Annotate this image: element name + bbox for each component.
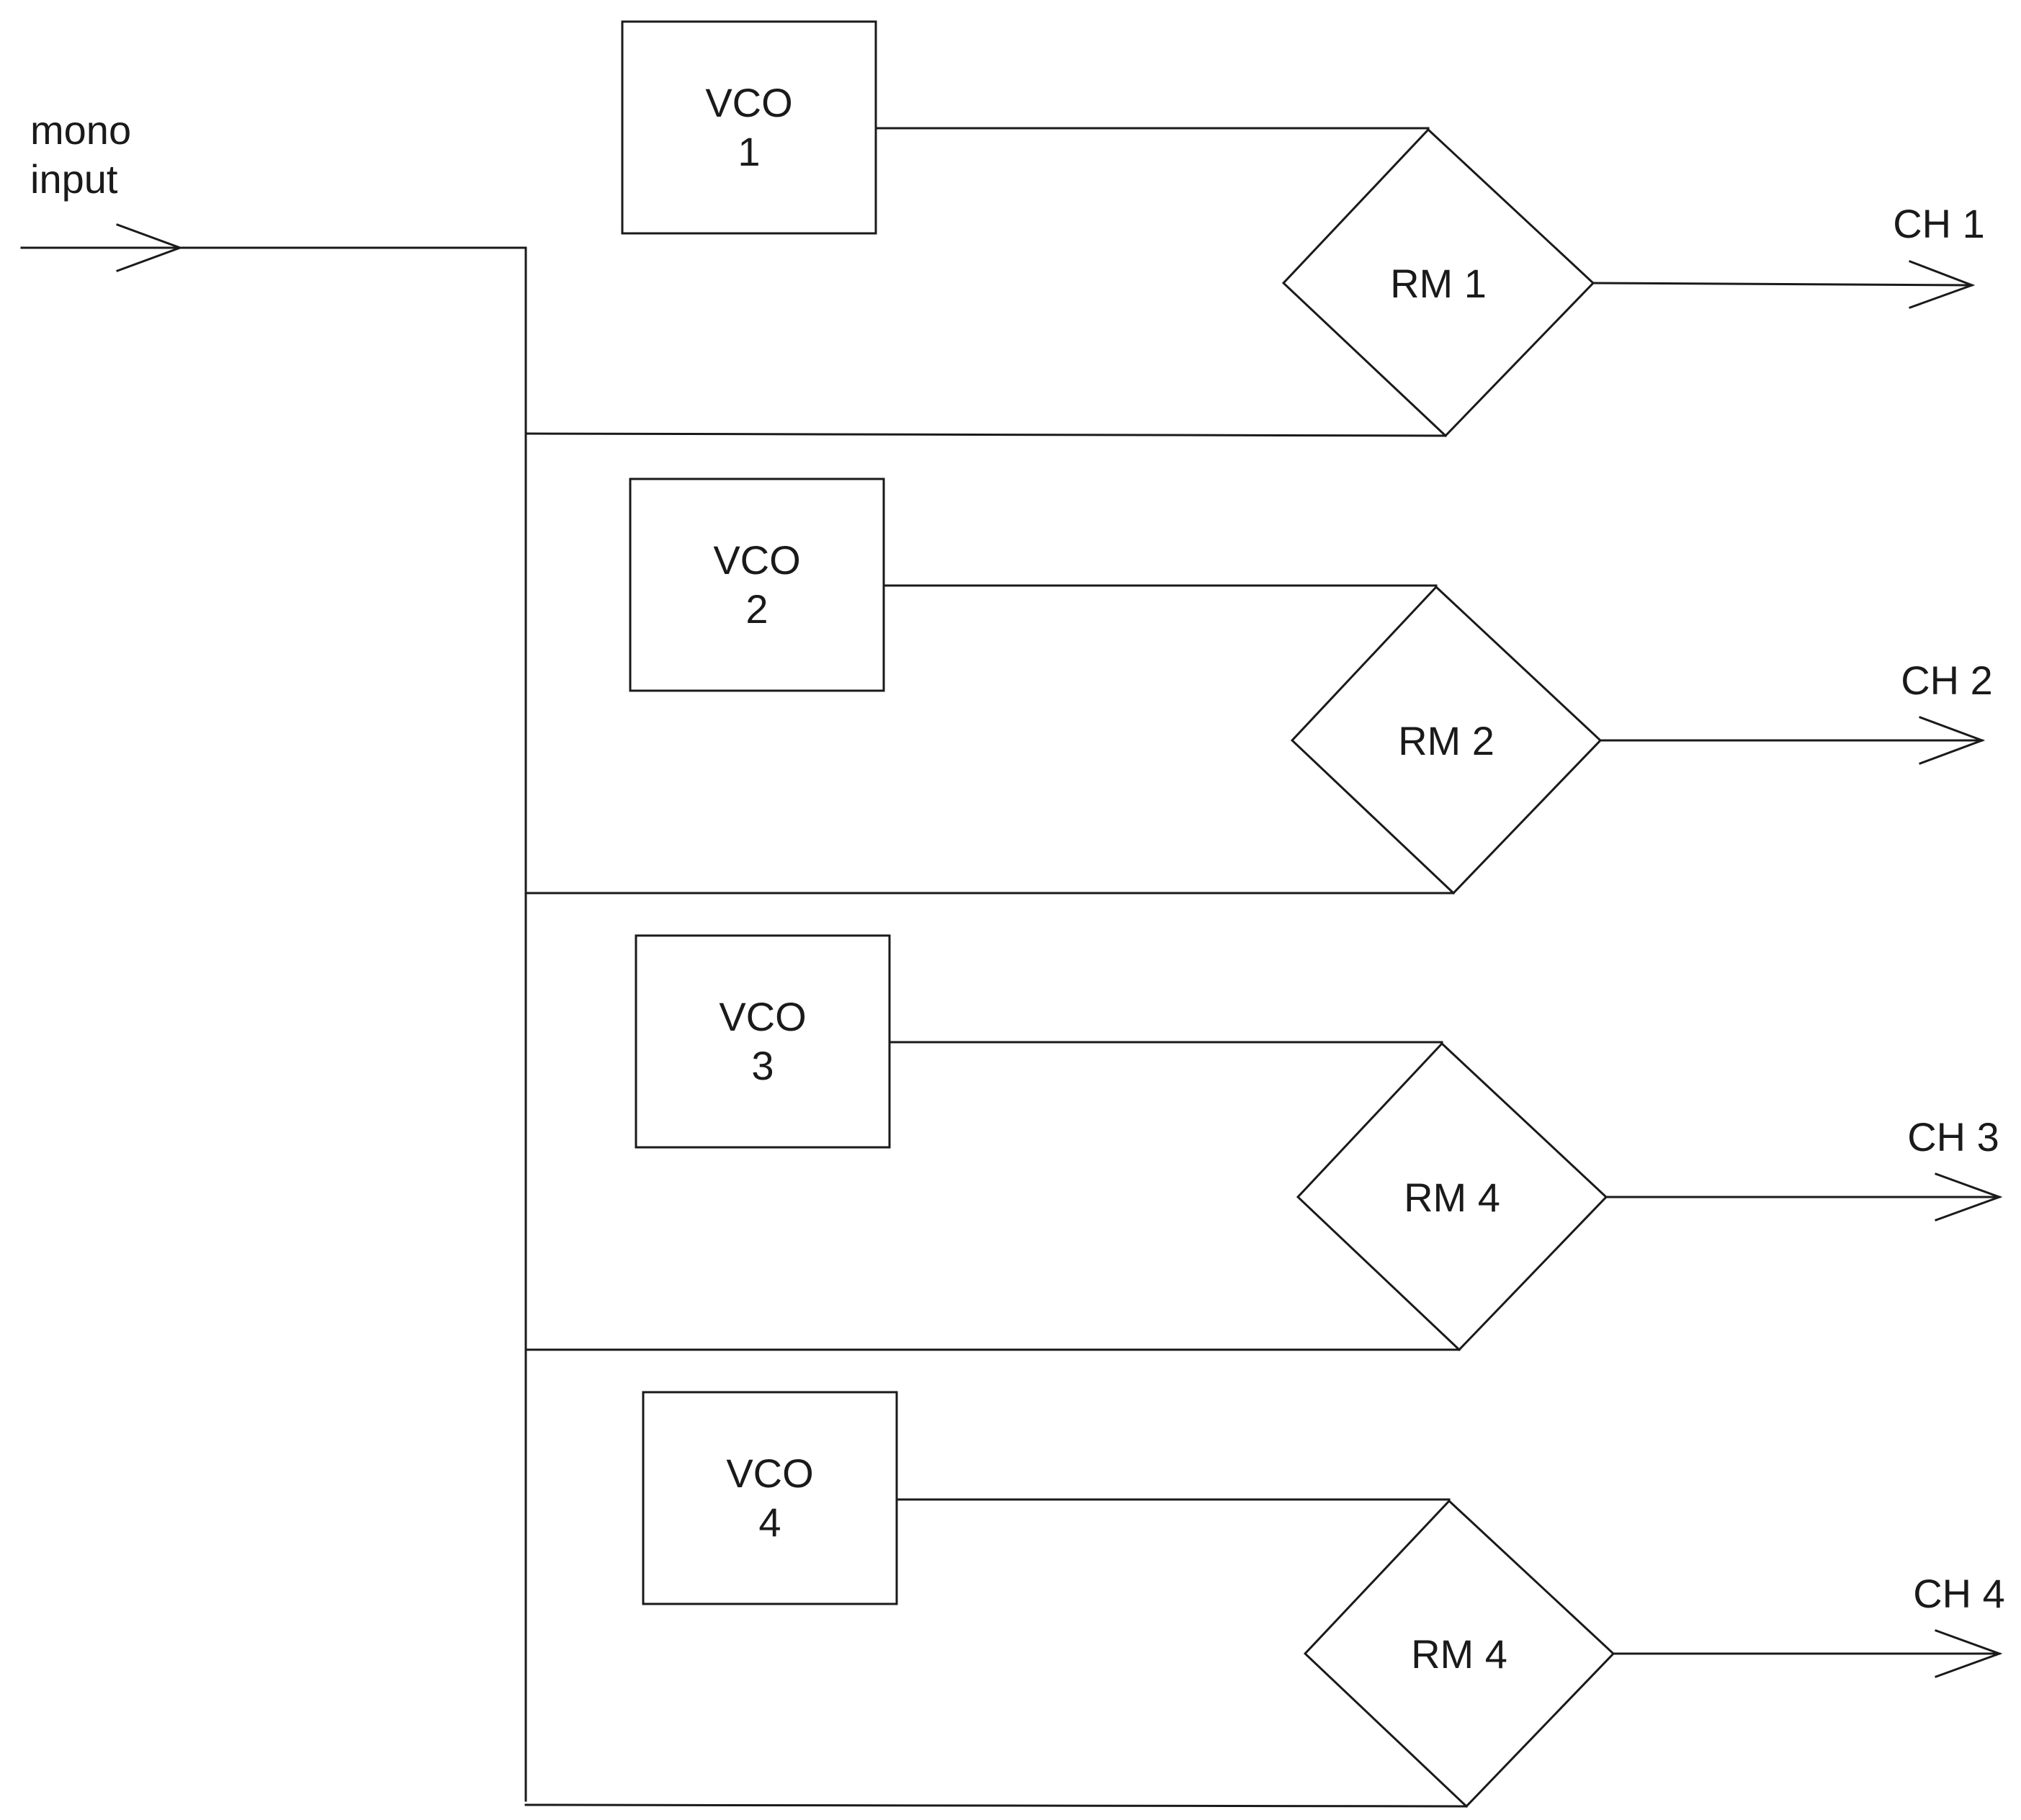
channel-3: VCO 3 RM 4 CH 3 bbox=[524, 934, 2003, 1352]
vco-1-label-line2: 1 bbox=[738, 129, 760, 174]
rm-2-label: RM 2 bbox=[1398, 718, 1495, 763]
vco-4-box bbox=[642, 1391, 898, 1605]
rm-3-label: RM 4 bbox=[1404, 1175, 1500, 1220]
ch-1-arrowhead bbox=[1909, 260, 1976, 309]
vco-3-label-line1: VCO bbox=[719, 994, 806, 1039]
vco-1-box bbox=[621, 20, 877, 235]
ch-2-label: CH 2 bbox=[1901, 658, 1993, 703]
vco-2-label-line1: VCO bbox=[713, 537, 800, 583]
ch-4-label: CH 4 bbox=[1913, 1571, 2005, 1616]
channel-1: VCO 1 RM 1 CH 1 bbox=[524, 20, 1985, 438]
input-label-line2: input bbox=[30, 156, 118, 202]
input-bus bbox=[179, 246, 527, 1802]
ch-4-arrowhead bbox=[1935, 1629, 2003, 1678]
vco-1-label-line1: VCO bbox=[705, 80, 792, 125]
vco-4-label-line1: VCO bbox=[726, 1451, 813, 1496]
ch-3-label: CH 3 bbox=[1907, 1114, 1999, 1160]
ch-2-arrowhead bbox=[1919, 716, 1986, 765]
ch-1-output-wire bbox=[1592, 282, 1973, 287]
bus-to-rm-4-wire bbox=[524, 1803, 1468, 1808]
input-arrow bbox=[20, 223, 184, 272]
rm-4-label: RM 4 bbox=[1411, 1631, 1507, 1677]
rm-1-label: RM 1 bbox=[1390, 261, 1487, 306]
ch-3-arrowhead bbox=[1935, 1173, 2003, 1221]
channel-4: VCO 4 RM 4 CH 4 bbox=[524, 1391, 2005, 1808]
input-label-line1: mono bbox=[30, 107, 131, 153]
channel-2: VCO 2 RM 2 CH 2 bbox=[524, 478, 1993, 895]
ch-1-label: CH 1 bbox=[1893, 201, 1985, 246]
vco-4-label-line2: 4 bbox=[758, 1500, 781, 1545]
vco-3-box bbox=[635, 934, 891, 1149]
bus-to-rm-1-wire bbox=[524, 432, 1447, 437]
vco-3-label-line2: 3 bbox=[751, 1043, 774, 1088]
vco-2-box bbox=[629, 478, 885, 692]
vco-2-label-line2: 2 bbox=[745, 586, 768, 632]
